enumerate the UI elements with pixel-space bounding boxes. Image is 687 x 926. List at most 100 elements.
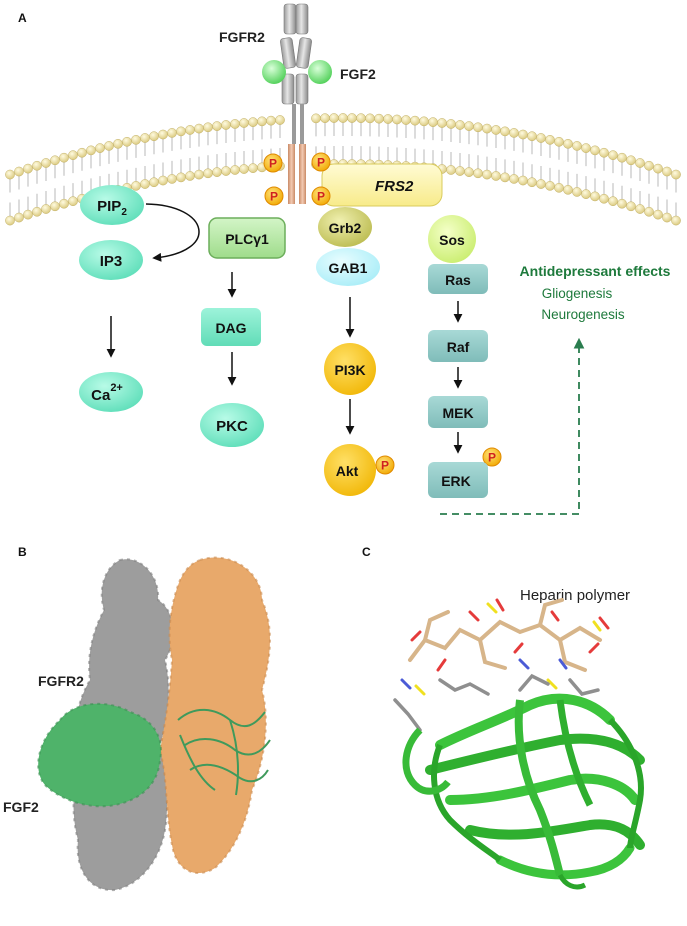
- ca-label: Ca2+: [91, 382, 123, 404]
- lipid-head: [149, 177, 159, 188]
- lipid-head: [671, 215, 681, 226]
- effects-title: Antidepressant effects: [520, 263, 671, 279]
- frs2-node: [321, 163, 443, 207]
- lipid-head: [239, 118, 249, 128]
- pip2-to-ip3-arrow: [145, 203, 200, 262]
- lipid-head: [491, 125, 501, 135]
- phospho-badge: [311, 186, 331, 206]
- lipid-head: [356, 113, 366, 124]
- lipid-head: [212, 167, 222, 177]
- lipid-head: [671, 169, 681, 180]
- erk-label: ERK: [441, 473, 471, 489]
- effects-neurogenesis: Neurogenesis: [541, 307, 625, 322]
- lipid-head: [518, 175, 528, 186]
- lipid-head: [554, 182, 564, 193]
- lipid-head: [131, 135, 141, 145]
- lipid-head: [140, 179, 150, 189]
- phospho-label: P: [317, 156, 325, 170]
- lipid-head: [581, 143, 591, 153]
- lipid-head: [248, 163, 258, 173]
- lipid-head: [203, 168, 213, 179]
- lipid-head: [149, 131, 159, 142]
- phospho-badge: [264, 186, 284, 206]
- fgf2-ribbon-trace: [177, 708, 271, 796]
- lipid-head: [167, 128, 177, 138]
- lipid-head: [428, 117, 438, 127]
- phospho-label: P: [317, 190, 325, 204]
- lipid-head: [536, 179, 546, 189]
- lipid-head: [104, 141, 114, 151]
- lipid-head: [563, 184, 573, 195]
- lipid-head: [500, 172, 510, 183]
- panel-b-fgf2-label: FGF2: [3, 799, 39, 815]
- lipid-head: [473, 168, 483, 179]
- lipid-head: [455, 166, 465, 176]
- lipid-head: [140, 133, 150, 143]
- lipid-head: [545, 135, 555, 145]
- lipid-head: [464, 167, 474, 177]
- lipid-head: [455, 120, 465, 130]
- lipid-head: [662, 166, 672, 177]
- plcg1-label: PLCγ1: [225, 231, 269, 247]
- lipid-head: [203, 122, 213, 133]
- lipid-head: [86, 145, 96, 156]
- pip2-label: PIP2: [97, 198, 127, 218]
- gab1-node: [316, 248, 380, 286]
- fgf2-label: FGF2: [340, 66, 376, 82]
- frs2-label: FRS2: [375, 178, 414, 195]
- lipid-head: [563, 138, 573, 149]
- lipid-head: [644, 206, 654, 217]
- lipid-head: [626, 201, 636, 212]
- ras-node: [428, 264, 488, 294]
- panel-b-structure: [37, 556, 271, 892]
- lipid-head: [23, 163, 33, 174]
- lipid-head: [464, 121, 474, 131]
- sos-node: [428, 215, 476, 263]
- pkc-label: PKC: [216, 418, 248, 435]
- lipid-head: [194, 169, 204, 180]
- lipid-head: [176, 172, 186, 183]
- lipid-head: [248, 117, 258, 127]
- mek-label: MEK: [442, 405, 473, 421]
- lipid-head: [158, 175, 168, 186]
- lipid-head: [410, 115, 420, 126]
- lipid-head: [365, 113, 375, 124]
- lipid-head: [446, 165, 456, 175]
- lipid-head: [122, 136, 132, 147]
- fgf2-ligand-left: [262, 60, 286, 84]
- ca-node: [79, 372, 143, 412]
- dag-node: [201, 308, 261, 346]
- lipid-head: [14, 166, 24, 177]
- lipid-head: [158, 129, 168, 140]
- lipid-head: [41, 158, 51, 168]
- lipid-head: [590, 191, 600, 202]
- ip3-label: IP3: [100, 253, 123, 270]
- lipid-head: [176, 126, 186, 137]
- lipid-head: [221, 166, 231, 176]
- lipid-head: [527, 131, 537, 142]
- lipid-head: [626, 155, 636, 166]
- lipid-head: [383, 114, 393, 124]
- lipid-head: [635, 158, 645, 168]
- sos-label: Sos: [439, 232, 465, 248]
- fgfr2-surface-tan: [160, 557, 270, 874]
- lipid-head: [68, 196, 78, 207]
- lipid-head: [482, 123, 492, 134]
- erk-to-effects-arrow: [440, 337, 585, 515]
- ip3-node: [79, 240, 143, 280]
- lipid-head: [329, 113, 339, 123]
- transmembrane-left: [288, 144, 295, 204]
- lipid-head: [77, 147, 87, 158]
- phospho-label: P: [381, 459, 389, 473]
- fgfr2-receptor: [280, 3, 312, 144]
- lipid-head: [509, 128, 519, 138]
- lipid-head: [500, 126, 510, 137]
- fgf2-surface-green: [38, 703, 161, 807]
- lipid-head: [446, 119, 456, 129]
- lipid-head: [653, 163, 663, 174]
- lipid-head: [221, 120, 231, 130]
- lipid-head: [320, 113, 330, 124]
- akt-node: [324, 444, 376, 496]
- transmembrane-right: [299, 144, 306, 204]
- akt-label: Akt: [336, 463, 359, 479]
